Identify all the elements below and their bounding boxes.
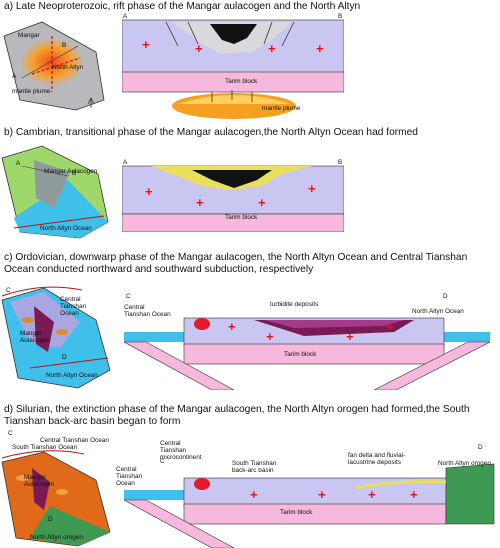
plus: + xyxy=(368,487,376,502)
plus: + xyxy=(228,319,236,334)
plus: + xyxy=(250,487,258,502)
map-b-north-altyn: North Altyn Ocean xyxy=(40,225,92,232)
section-c-end-d: D xyxy=(443,293,448,300)
section-c-cto: Central Tianshan Ocean xyxy=(124,304,171,318)
panel-c-section xyxy=(124,317,490,390)
section-b-tarim: Tarim block xyxy=(225,214,258,221)
map-a-b: B xyxy=(62,42,67,49)
caption-d-line1: d) Silurian, the extinction phase of the… xyxy=(4,404,470,415)
map-c-c: C xyxy=(6,287,11,294)
section-a-end-a: A xyxy=(123,13,128,20)
map-c-d: D xyxy=(62,354,67,361)
plus: + xyxy=(142,37,150,52)
section-a-end-b: B xyxy=(338,13,343,20)
section-d-nao: North Altyn orogen xyxy=(438,460,491,467)
plus: + xyxy=(258,195,266,210)
section-d-fan-delta: fan delta and fluvial-lacustrine deposit… xyxy=(348,452,406,466)
caption-d-line2: Tianshan back-arc basin began to form xyxy=(4,416,181,427)
panel-b-section xyxy=(122,165,344,232)
map-a-a: A xyxy=(12,73,17,80)
section-b-end-a: A xyxy=(123,159,128,166)
map-b-a: A xyxy=(16,160,21,167)
map-b-b: B xyxy=(72,170,77,177)
panel-b-map xyxy=(1,145,109,239)
plus: + xyxy=(308,181,316,196)
section-a-tarim: Tarim block xyxy=(225,78,258,85)
plus: + xyxy=(195,41,203,56)
section-c-end-c: C xyxy=(126,293,131,300)
map-d-c: C xyxy=(8,430,13,437)
section-d-cto: Central Tianshan Ocean xyxy=(116,466,143,487)
section-c-turbidite: turbidite deposits xyxy=(270,301,319,308)
map-c-cto: Central Tianshan Ocean xyxy=(60,296,87,317)
caption-a: a) Late Neoproterozoic, rift phase of th… xyxy=(4,1,361,12)
section-c-nao: North Altyn Ocean xyxy=(412,308,464,315)
section-b-end-b: B xyxy=(338,159,343,166)
section-d-microcontinent: Central Tianshan microcontinent xyxy=(160,440,202,461)
panel-c-map xyxy=(1,286,111,389)
section-d-end-d: D xyxy=(478,444,483,451)
plus: + xyxy=(268,41,276,56)
panel-a-section xyxy=(122,19,344,119)
map-d-d: D xyxy=(48,516,53,523)
map-d-sto: South Tianshan Ocean xyxy=(12,444,78,451)
plus: + xyxy=(196,195,204,210)
plus: + xyxy=(318,487,326,502)
plus: + xyxy=(266,329,274,344)
map-d-mangar: Mangar Aulacogen xyxy=(24,474,55,488)
map-d-nao: North Altyn orogen xyxy=(30,534,83,541)
map-a-mantle-plume: mantle plume xyxy=(12,88,51,95)
map-c-nao: North Altyn Ocean xyxy=(46,372,98,379)
section-d-tarim: Tarim block xyxy=(280,509,313,516)
map-c-mangar: Mangar Aulacogen xyxy=(20,330,51,344)
plus: + xyxy=(316,41,324,56)
plus: + xyxy=(386,319,394,334)
panel-a-map xyxy=(3,21,105,111)
caption-c-line1: c) Ordovician, downwarp phase of the Man… xyxy=(4,252,468,263)
section-a-plume: mantle plume xyxy=(262,105,301,112)
plus: + xyxy=(346,329,354,344)
plus: + xyxy=(145,184,153,199)
map-d-cto: Central Tianshan Ocean xyxy=(40,437,109,444)
caption-c-line2: Ocean conducted northward and southward … xyxy=(4,264,314,275)
panel-d-section xyxy=(124,463,495,548)
caption-b: b) Cambrian, transitional phase of the M… xyxy=(4,127,418,138)
plus: + xyxy=(410,487,418,502)
map-a-north-altyn: North Altyn xyxy=(52,64,84,71)
panel-d-map xyxy=(1,450,111,547)
section-c-tarim: Tarim block xyxy=(284,351,317,358)
section-d-end-c: C xyxy=(160,458,165,465)
map-a-mangar: Mangar xyxy=(18,32,40,39)
map-b-mangar: Mangar Aulacogen xyxy=(44,168,98,175)
section-d-backarc: South Tianshan back-arc basin xyxy=(232,460,277,474)
